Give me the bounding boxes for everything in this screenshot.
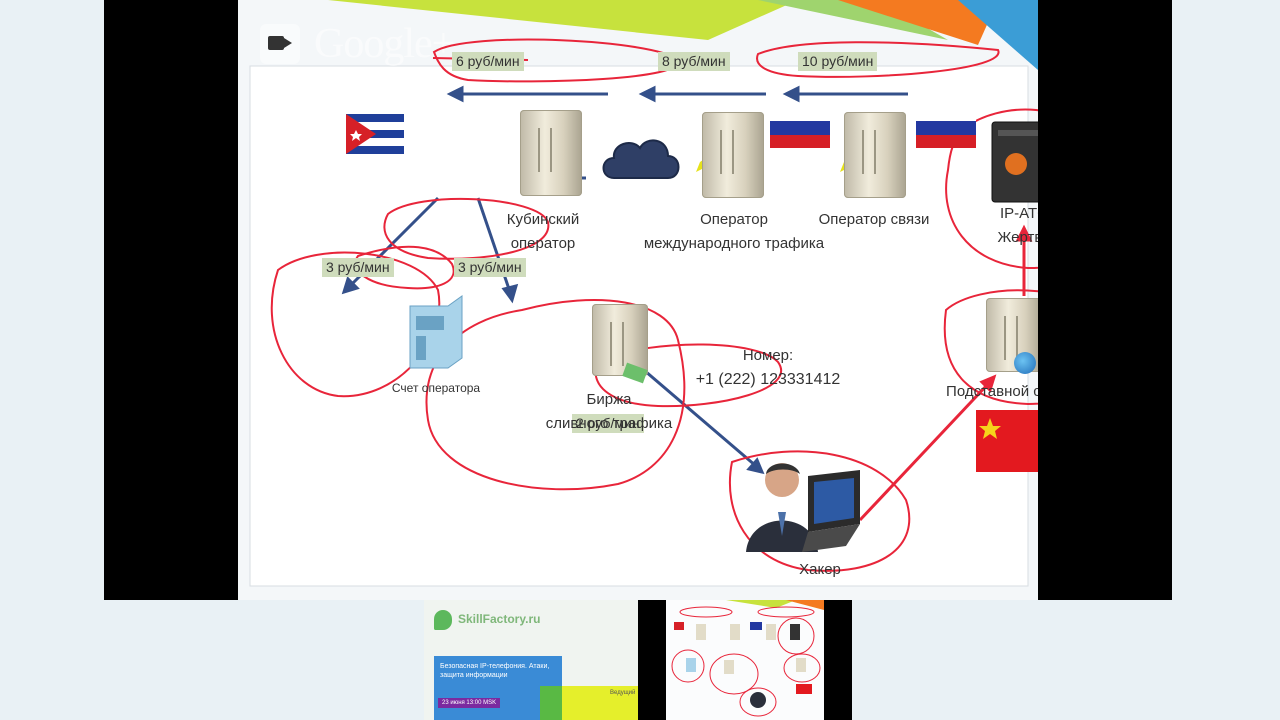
flow-arrows xyxy=(270,38,1038,572)
thumbnail-skillfactory[interactable]: SkillFactory.ru Безопасная IP-телефония.… xyxy=(424,600,638,720)
china-flag xyxy=(976,410,1038,472)
thumbnail-yellow-bar xyxy=(562,686,638,720)
ip-pbx-label: IP-АТС Жертва xyxy=(997,205,1038,246)
hacker-label: Хакер xyxy=(799,561,841,578)
globe-icon xyxy=(1014,352,1036,374)
thumbnail-diagram xyxy=(671,600,824,717)
international-operator-server-icon xyxy=(702,112,764,198)
price-label-3-account: 3 руб/мин xyxy=(322,258,394,277)
hangout-camera-icon xyxy=(260,24,300,64)
ip-pbx-tower-icon xyxy=(991,121,1038,203)
cuban-operator-server-icon xyxy=(520,110,582,196)
price-label-10: 10 руб/мин xyxy=(798,52,878,71)
exchange-label: Биржа сливного трафика xyxy=(545,391,673,432)
phone-number-label: Номер: +1 (222) 123331412 xyxy=(695,347,841,388)
price-label-6: 6 руб/мин xyxy=(452,52,524,71)
thumbnail-date-badge: 23 июня 13:00 MSK xyxy=(438,698,501,708)
exchange-server-icon xyxy=(592,304,648,376)
thumbnail-slide-preview[interactable] xyxy=(638,600,852,720)
operator-account-label: Счет оператора xyxy=(391,381,481,395)
hacker-icon xyxy=(746,463,860,552)
price-label-3-exchange: 3 руб/мин xyxy=(454,258,526,277)
presentation-slide: Google+ xyxy=(238,0,1038,600)
price-label-2: 2 руб/мин xyxy=(572,414,644,433)
cuba-flag xyxy=(346,114,404,154)
internet-cloud-icon xyxy=(602,139,680,179)
carrier-server-icon xyxy=(844,112,906,198)
google-plus-logo: Google+ xyxy=(260,20,455,68)
participant-filmstrip: SkillFactory.ru Безопасная IP-телефония.… xyxy=(424,600,852,720)
proxy-server-label: Подставной сервер xyxy=(946,383,1038,400)
skillfactory-logo-icon xyxy=(434,610,452,630)
thumbnail-presenter: Ведущий xyxy=(610,690,636,696)
main-video-stage[interactable]: Google+ xyxy=(104,0,1172,600)
russia-flag-2 xyxy=(916,108,976,148)
carrier-label: Оператор связи xyxy=(818,211,930,228)
thumbnail-slide xyxy=(666,600,824,720)
russia-flag-1 xyxy=(770,108,830,148)
international-operator-label: Оператор международного трафика xyxy=(643,211,825,252)
skillfactory-brand: SkillFactory.ru xyxy=(458,612,541,626)
thumbnail-green-bar xyxy=(540,686,562,720)
cuban-operator-label: Кубинский оператор xyxy=(506,211,580,252)
price-label-8: 8 руб/мин xyxy=(658,52,730,71)
operator-account-icon xyxy=(409,295,463,369)
